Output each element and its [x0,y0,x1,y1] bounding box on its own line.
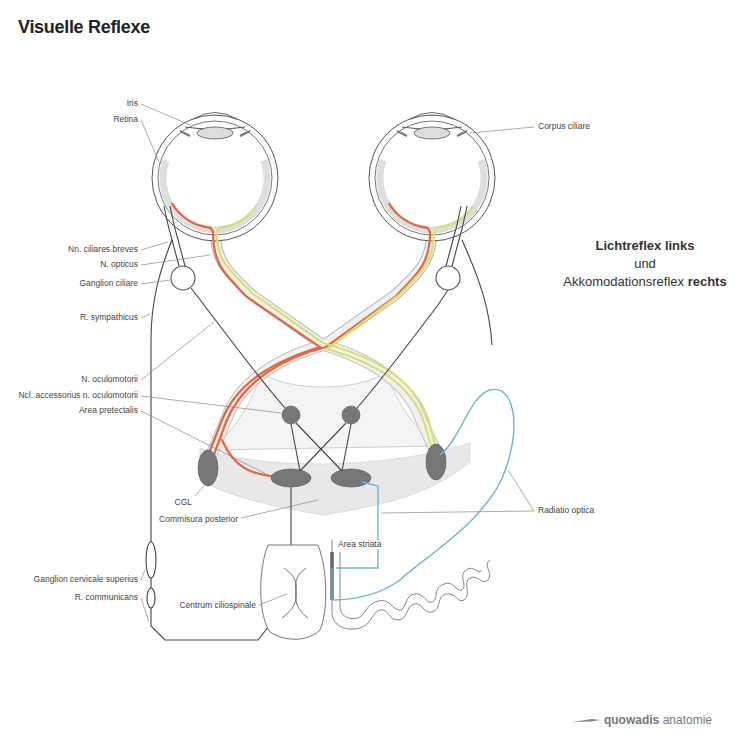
anatomy-label: R. sympathicus [80,313,138,322]
leader-lines-part [195,486,204,496]
spinal-cord [261,545,326,639]
cortex-part [332,540,490,629]
visual-fibres-part [212,228,430,460]
leader-lines-part [141,314,150,318]
anatomy-label: Ganglion ciliare [79,279,138,288]
commissure-band-part [200,443,470,515]
autonomic-nerves-part [164,206,185,266]
anatomy-label: Commisura posterior [159,515,238,524]
anatomy-label: Area pretectalis [79,406,138,415]
nuclei [198,406,446,487]
cortex-part [340,552,482,619]
autonomic-nerves-part [171,266,195,290]
autonomic-nerves-part [357,290,448,408]
leader-lines-part [141,120,160,164]
leader-lines-part [141,570,145,580]
nuclei-part [198,450,218,486]
anatomy-label: R. communicans [75,593,138,602]
autonomic-nerves-part [291,423,351,471]
optic-radiation [332,389,514,600]
note-text: und [634,256,656,271]
eyeballs-part [152,113,278,242]
note-line: und [634,256,656,272]
anatomy-label: CGL [175,498,192,507]
eyeballs [152,113,495,242]
leader-lines-part [141,598,149,622]
anatomy-label: Ncl. accessorius n. oculomotorii [18,391,138,400]
anatomy-label: Corpus ciliare [538,122,590,131]
optic-tubes-part [324,345,436,452]
anatomy-label: Iris [127,99,138,108]
optic-radiation-part [336,482,378,568]
leader-lines-part [141,104,190,125]
leader-lines [141,104,534,622]
anatomy-label: Centrum ciliospinale [179,601,256,610]
autonomic-nerves [146,206,492,640]
optic-tubes-part [324,228,432,345]
autonomic-nerves-part [446,206,467,266]
leader-lines-part [241,500,318,518]
optic-tubes-part [324,345,436,452]
autonomic-nerves-part [191,288,285,408]
anatomy-label: Ganglion cervicale superius [34,575,138,584]
optic-tubes-part [210,345,323,458]
nuclei-part [342,406,360,424]
watermark-text: quowadis [604,713,659,727]
visual-fibres-part [222,440,284,477]
note-text: links [665,238,695,253]
autonomic-nerves-part [436,266,460,290]
leader-lines-part [141,411,270,476]
optic-tubes-part [215,228,323,345]
logo-scalpel-part [572,719,600,722]
leader-lines-part [141,242,168,250]
spinal-cord-part [261,545,326,639]
leader-lines-part [470,127,534,133]
leader-lines-part [259,594,287,605]
optic-tubes-part [210,345,323,458]
leader-lines-part [141,255,210,265]
optic-tubes [210,228,436,478]
optic-tubes-part [324,228,432,345]
note-text: Lichtreflex [596,238,662,253]
nuclei-part [426,444,446,480]
optic-tubes-part [215,228,323,345]
visual-fibres [207,228,438,477]
note-text: Akkomodationsreflex [563,274,684,289]
eyeballs-part [369,113,495,242]
anatomy-label: Nn. ciliares breves [68,245,138,254]
leader-lines-part [141,396,281,413]
autonomic-nerves-part [147,588,155,608]
diagram-title: Visuelle Reflexe [18,17,150,38]
watermark-text: anatomie [663,713,712,727]
optic-radiation-part [333,389,514,600]
autonomic-nerves-part [462,240,492,345]
anatomy-label: Radiatio optica [538,506,594,515]
anatomy-label: N. opticus [100,260,138,269]
cortex [332,540,490,629]
visual-fibres-part [217,228,438,456]
cortex-part [330,552,334,600]
anatomy-label: Area striata [337,540,382,549]
note-line: Lichtreflexlinks [596,238,695,254]
leader-lines-part [381,470,534,513]
optic-radiation-part [331,568,332,600]
anatomy-label: N. oculomotorii [81,375,138,384]
note-text: rechts [688,274,727,289]
leader-lines-part [141,322,214,380]
watermark-line: quowadis anatomie [604,713,712,727]
nuclei-part [282,406,300,424]
nuclei-part [331,469,371,487]
autonomic-nerves-part [151,240,172,542]
note-line: Akkomodationsreflex rechts [563,274,726,290]
visual-fibres-part [327,228,436,456]
logo-scalpel [572,719,600,722]
leader-lines-part [141,280,170,284]
optic-tubes-part [220,438,284,478]
spinal-cord-part [282,568,308,618]
anatomy-label: Retina [113,115,138,124]
nuclei-part [271,469,311,487]
autonomic-nerves-part [146,542,156,578]
